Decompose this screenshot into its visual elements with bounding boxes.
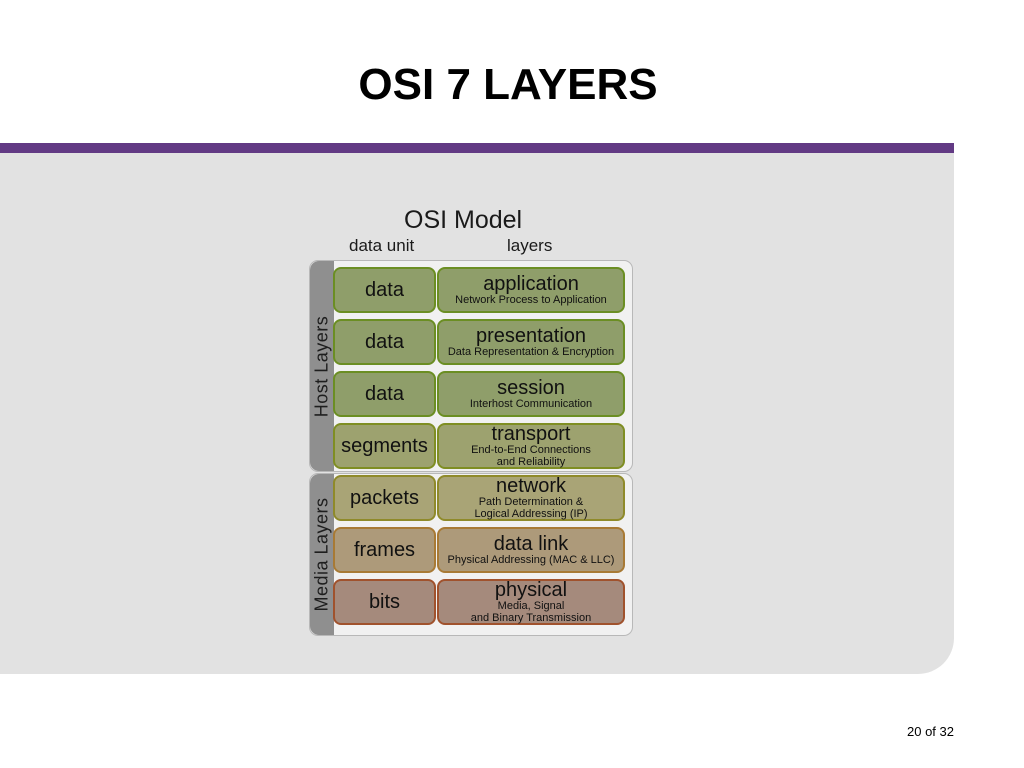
media-layers-label: Media Layers xyxy=(311,497,332,612)
accent-bar xyxy=(0,143,954,153)
column-header-layers: layers xyxy=(507,236,553,255)
layer-row-session: data session Interhost Communication xyxy=(333,371,625,419)
page-number: 20 of 32 xyxy=(907,724,954,739)
layer-name: network xyxy=(495,474,567,497)
layer-row-physical: bits physical Media, Signal and Binary T… xyxy=(333,579,625,627)
layer-description: Media, Signal xyxy=(497,599,565,612)
data-unit-cell: data xyxy=(333,371,436,417)
data-unit-cell: frames xyxy=(333,527,436,573)
layer-name: session xyxy=(497,376,565,399)
layer-description-2: Logical Addressing (IP) xyxy=(474,507,588,520)
layer-row-presentation: data presentation Data Representation & … xyxy=(333,319,625,367)
layer-cell: presentation Data Representation & Encry… xyxy=(437,319,625,365)
diagram-title: OSI Model xyxy=(404,206,523,234)
layer-description: Network Process to Application xyxy=(455,293,607,306)
layer-name: application xyxy=(483,272,579,295)
slide-title: OSI 7 LAYERS xyxy=(358,60,658,109)
layer-cell: network Path Determination & Logical Add… xyxy=(437,475,625,521)
layer-name: physical xyxy=(494,578,568,601)
layer-description-2: and Binary Transmission xyxy=(470,611,592,624)
layer-row-application: data application Network Process to Appl… xyxy=(333,267,625,315)
layer-cell: transport End-to-End Connections and Rel… xyxy=(437,423,625,469)
layer-cell: application Network Process to Applicati… xyxy=(437,267,625,313)
layer-description-2: and Reliability xyxy=(496,455,566,468)
media-layers-side-bar xyxy=(310,474,334,635)
layer-name: transport xyxy=(491,422,571,445)
layer-name: presentation xyxy=(475,324,587,347)
data-unit-cell: data xyxy=(333,267,436,313)
layer-description: Interhost Communication xyxy=(469,397,593,410)
layer-description: End-to-End Connections xyxy=(471,443,591,456)
layer-row-network: packets network Path Determination & Log… xyxy=(333,475,625,523)
layer-row-data-link: frames data link Physical Addressing (MA… xyxy=(333,527,625,575)
layer-cell: data link Physical Addressing (MAC & LLC… xyxy=(437,527,625,573)
layer-cell: session Interhost Communication xyxy=(437,371,625,417)
osi-diagram: OSI Model data unit layers Host Layers M… xyxy=(300,200,640,640)
layer-description: Path Determination & xyxy=(478,495,584,508)
layer-row-transport: segments transport End-to-End Connection… xyxy=(333,423,625,471)
data-unit-cell: bits xyxy=(333,579,436,625)
data-unit-cell: packets xyxy=(333,475,436,521)
layer-name: data link xyxy=(493,532,569,555)
layer-description: Data Representation & Encryption xyxy=(447,345,615,358)
layer-description: Physical Addressing (MAC & LLC) xyxy=(447,553,615,566)
host-layers-side-bar xyxy=(310,261,334,471)
column-header-data-unit: data unit xyxy=(349,236,415,255)
layer-cell: physical Media, Signal and Binary Transm… xyxy=(437,579,625,625)
data-unit-cell: segments xyxy=(333,423,436,469)
host-layers-label: Host Layers xyxy=(311,315,332,417)
data-unit-cell: data xyxy=(333,319,436,365)
